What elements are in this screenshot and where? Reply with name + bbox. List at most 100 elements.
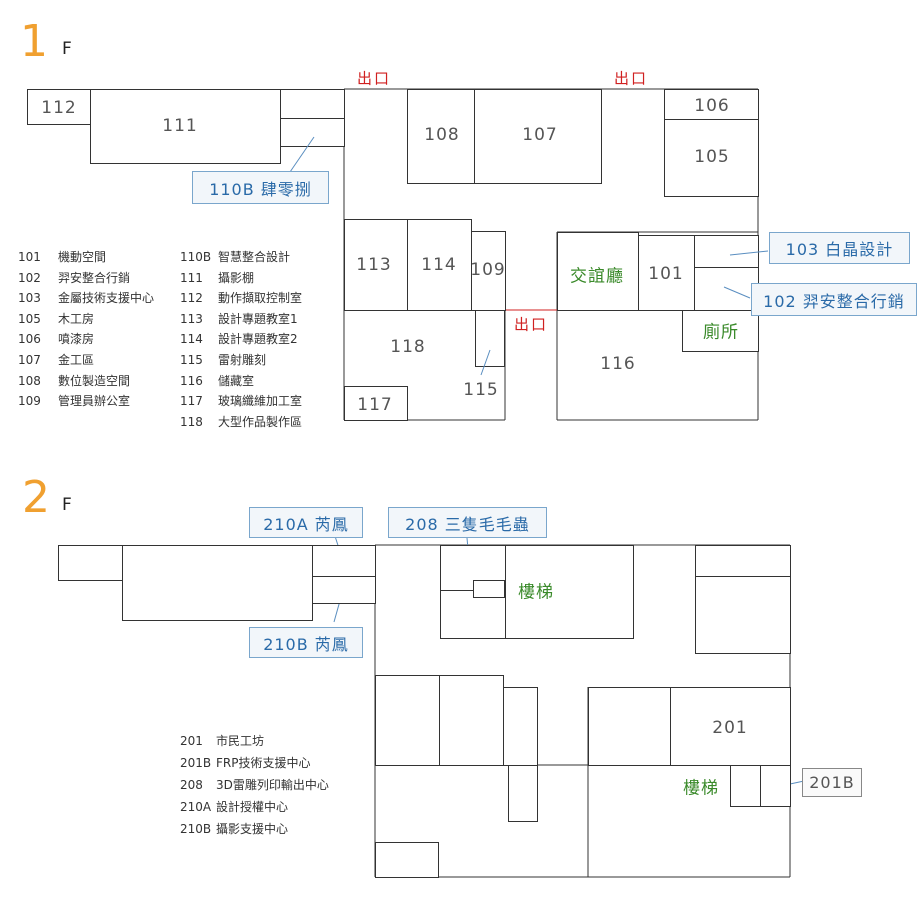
room-label-117: 117 bbox=[357, 395, 393, 415]
room-label-116: 116 bbox=[600, 354, 636, 374]
room-2-ne-lower bbox=[695, 576, 791, 654]
legend-item: 112 動作擷取控制室 bbox=[180, 288, 302, 309]
legend-code: 109 bbox=[18, 394, 41, 409]
legend-item: 210B 攝影支援中心 bbox=[180, 819, 329, 841]
legend-code: 201B bbox=[180, 756, 212, 770]
legend-code: 101 bbox=[18, 250, 41, 264]
legend-name: 設計專題教室2 bbox=[218, 332, 298, 347]
legend-item: 106 噴漆房 bbox=[18, 329, 154, 350]
room-2-east-a bbox=[588, 687, 671, 766]
room-108 bbox=[407, 89, 475, 184]
legend-item: 201 市民工坊 bbox=[180, 731, 329, 753]
legend-name: 設計授權中心 bbox=[216, 800, 289, 814]
legend-name: FRP技術支援中心 bbox=[216, 756, 311, 770]
room-label-113: 113 bbox=[356, 255, 392, 275]
legend-name: 市民工坊 bbox=[216, 734, 265, 748]
legend-code: 111 bbox=[180, 270, 203, 285]
legend-code: 201 bbox=[180, 734, 203, 748]
room-201 bbox=[670, 687, 791, 766]
legend-code: 110B bbox=[180, 250, 212, 264]
legend-item: 109 管理員辦公室 bbox=[18, 391, 154, 412]
room-117 bbox=[344, 386, 408, 421]
room-label-109: 109 bbox=[470, 260, 506, 280]
legend-code: 112 bbox=[180, 291, 203, 306]
room-lobby bbox=[557, 232, 639, 311]
room-115 bbox=[475, 310, 505, 367]
room-2-west-small bbox=[58, 545, 123, 581]
legend-item: 201B FRP技術支援中心 bbox=[180, 753, 329, 775]
legend-name: 木工房 bbox=[58, 311, 95, 326]
legend-code: 210B bbox=[180, 822, 212, 836]
room-210a bbox=[312, 545, 376, 577]
legend-name: 動作擷取控制室 bbox=[218, 291, 303, 306]
callout-103: 103 白晶設計 bbox=[769, 232, 910, 264]
room-110b bbox=[280, 118, 345, 147]
legend-item: 110B 智慧整合設計 bbox=[180, 247, 302, 268]
callout-110b: 110B 肆零捌 bbox=[192, 171, 329, 204]
legend-name: 金屬技術支援中心 bbox=[58, 291, 155, 306]
room-101 bbox=[638, 235, 695, 311]
legend-name: 攝影棚 bbox=[218, 270, 255, 285]
room-2-lower-narrow bbox=[508, 765, 538, 822]
room-208-lower bbox=[440, 590, 506, 639]
legend-code: 107 bbox=[18, 352, 41, 367]
callout-210a: 210A 芮鳳 bbox=[249, 507, 363, 538]
floor-1-number: 1 bbox=[20, 16, 48, 67]
room-label-115: 115 bbox=[463, 380, 499, 400]
room-label-201: 201 bbox=[712, 718, 748, 738]
legend-name: 儲藏室 bbox=[218, 373, 255, 388]
legend-name: 管理員辦公室 bbox=[58, 394, 131, 409]
legend-code: 115 bbox=[180, 352, 203, 367]
room-210b bbox=[312, 576, 376, 604]
floor-2-suffix: F bbox=[62, 495, 72, 515]
legend-code: 208 bbox=[180, 778, 203, 792]
room-label-112: 112 bbox=[41, 98, 77, 118]
legend-name: 智慧整合設計 bbox=[218, 250, 291, 264]
room-110b-upper bbox=[280, 89, 345, 119]
legend-code: 113 bbox=[180, 311, 203, 326]
room-2-mid-3 bbox=[503, 687, 538, 766]
room-label-108: 108 bbox=[424, 125, 460, 145]
room-106 bbox=[664, 89, 759, 120]
room-2-mid-2 bbox=[439, 675, 504, 766]
legend-code: 106 bbox=[18, 332, 41, 347]
room-label-toilet: 廁所 bbox=[703, 322, 739, 343]
room-2-mid-1 bbox=[375, 675, 440, 766]
legend-name: 機動空間 bbox=[58, 250, 107, 264]
room-label-107: 107 bbox=[522, 125, 558, 145]
room-label-106: 106 bbox=[694, 96, 730, 116]
stairs-label-208: 樓梯 bbox=[518, 582, 554, 603]
room-109 bbox=[471, 231, 506, 311]
room-label-118: 118 bbox=[390, 337, 426, 357]
floor-2-number: 2 bbox=[22, 472, 50, 523]
room-201b bbox=[760, 765, 791, 807]
legend-name: 噴漆房 bbox=[58, 332, 95, 347]
legend-code: 116 bbox=[180, 373, 203, 388]
callout-210b: 210B 芮鳳 bbox=[249, 627, 363, 658]
legend-code: 118 bbox=[180, 414, 203, 429]
room-107 bbox=[474, 89, 602, 184]
callout-201b: 201B bbox=[802, 768, 862, 797]
legend-code: 108 bbox=[18, 373, 41, 388]
legend-name: 攝影支援中心 bbox=[216, 822, 289, 836]
room-114 bbox=[407, 219, 472, 311]
room-label-105: 105 bbox=[694, 147, 730, 167]
legend-code: 103 bbox=[18, 291, 41, 306]
legend-name: 玻璃纖維加工室 bbox=[218, 394, 303, 409]
floor-1-suffix: F bbox=[62, 39, 72, 59]
room-105 bbox=[664, 119, 759, 197]
callout-208: 208 三隻毛毛蟲 bbox=[388, 507, 547, 538]
